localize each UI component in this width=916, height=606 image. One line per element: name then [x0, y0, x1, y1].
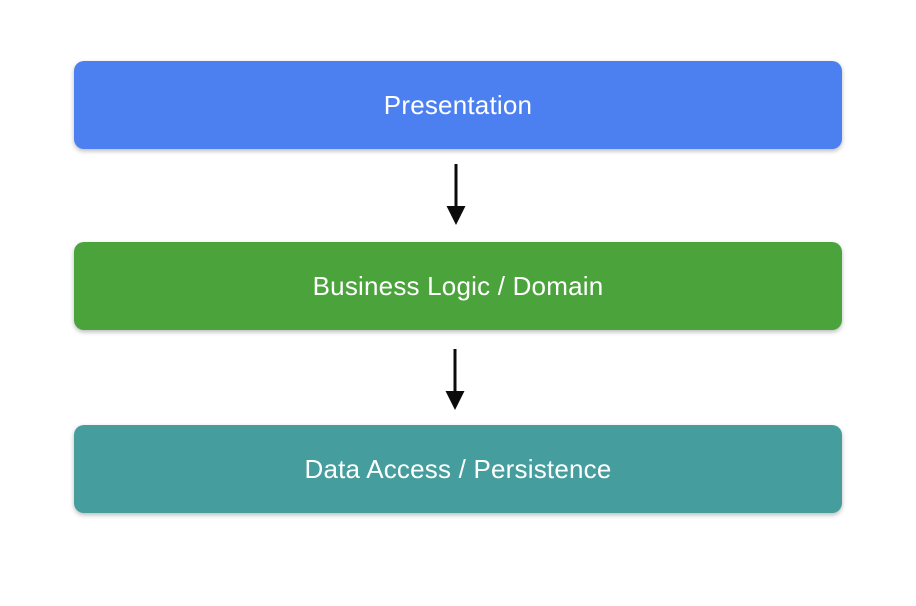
down-arrow-icon — [446, 164, 466, 225]
layer-box-data-access: Data Access / Persistence — [74, 425, 842, 513]
layer-box-business-logic: Business Logic / Domain — [74, 242, 842, 330]
down-arrow-icon — [445, 349, 465, 410]
layer-label-presentation: Presentation — [383, 89, 533, 120]
layer-label-data-access: Data Access / Persistence — [304, 453, 612, 484]
layer-box-presentation: Presentation — [74, 61, 842, 149]
layer-label-business-logic: Business Logic / Domain — [312, 270, 604, 301]
